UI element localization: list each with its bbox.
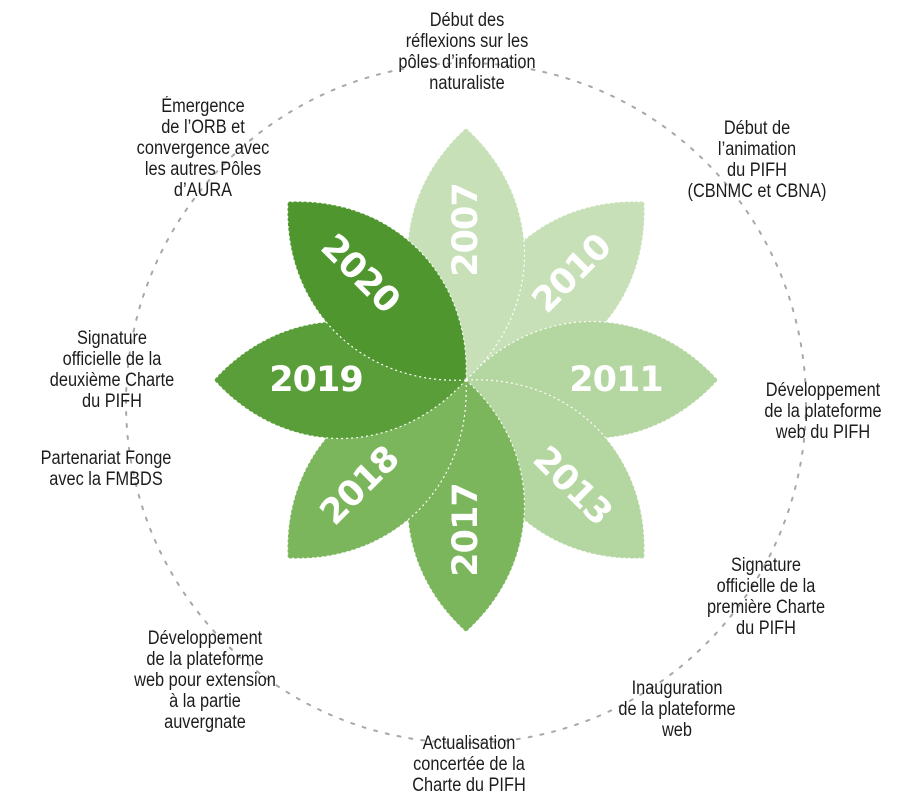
year-label-2011: 2011 [569,360,662,400]
caption-line: Développement [147,628,263,649]
caption-line: concertée de la [413,754,525,775]
caption-2011: Développement de la plateforme web du PI… [750,380,896,443]
petal-2018 [287,379,467,559]
caption-line: Actualisation [422,733,516,754]
caption-inauguration: Inauguration de la plateforme web [604,678,750,741]
caption-partenariat: Partenariat Fonge avec la FMBDS [20,448,192,490]
caption-line: officielle de la [716,576,816,597]
caption-line: Émergence [161,96,245,117]
caption-2019: Signature officielle de la deuxième Char… [35,328,190,412]
caption-line: de la plateforme [146,649,264,670]
caption-line: web pour extension [134,670,276,691]
caption-line: l’animation [717,139,797,160]
caption-line: avec la FMBDS [49,469,163,490]
timeline-ring [125,62,807,744]
caption-line: Inauguration [631,678,723,699]
petal-2010 [465,201,645,381]
caption-line: première Charte [706,597,826,618]
caption-line: du PIFH [736,618,796,639]
caption-line: Début des [429,10,505,31]
caption-line: à la partie [169,691,241,712]
petal-2020 [287,201,467,381]
caption-2018: Développement de la plateforme web pour … [123,628,286,733]
caption-line: convergence avec [136,138,270,159]
year-label-2007: 2007 [446,183,486,276]
caption-line: du PIFH [82,391,142,412]
caption-line: web du PIFH [775,422,871,443]
caption-2020: Émergence de l’ORB et convergence avec l… [121,96,284,201]
caption-line: Signature [731,555,801,576]
caption-2007: Début des réflexions sur les pôles d’inf… [385,10,548,94]
caption-line: deuxième Charte [49,370,175,391]
caption-line: Développement [765,380,881,401]
caption-line: d’AURA [173,180,233,201]
caption-line: auvergnate [164,712,246,733]
caption-line: Partenariat Fonge [40,448,172,469]
caption-2017: Actualisation concertée de la Charte du … [396,733,542,796]
caption-line: Début de [723,118,791,139]
caption-line: de la plateforme [764,401,882,422]
caption-line: de l’ORB et [161,117,245,138]
caption-line: réflexions sur les [405,31,529,52]
year-label-2019: 2019 [269,360,362,400]
caption-line: web [662,720,692,741]
caption-line: naturaliste [429,73,505,94]
caption-line: (CBNMC et CBNA) [687,181,827,202]
year-label-2017: 2017 [446,483,486,576]
caption-2010: Début de l’animation du PIFH (CBNMC et C… [675,118,838,202]
caption-line: officielle de la [62,349,162,370]
caption-2013: Signature officielle de la première Char… [689,555,844,639]
caption-line: de la plateforme [618,699,736,720]
caption-line: du PIFH [727,160,787,181]
caption-line: Signature [77,328,147,349]
petal-2013 [465,379,645,559]
caption-line: pôles d’information [398,52,536,73]
caption-line: Charte du PIFH [412,775,526,796]
caption-line: les autres Pôles [144,159,262,180]
